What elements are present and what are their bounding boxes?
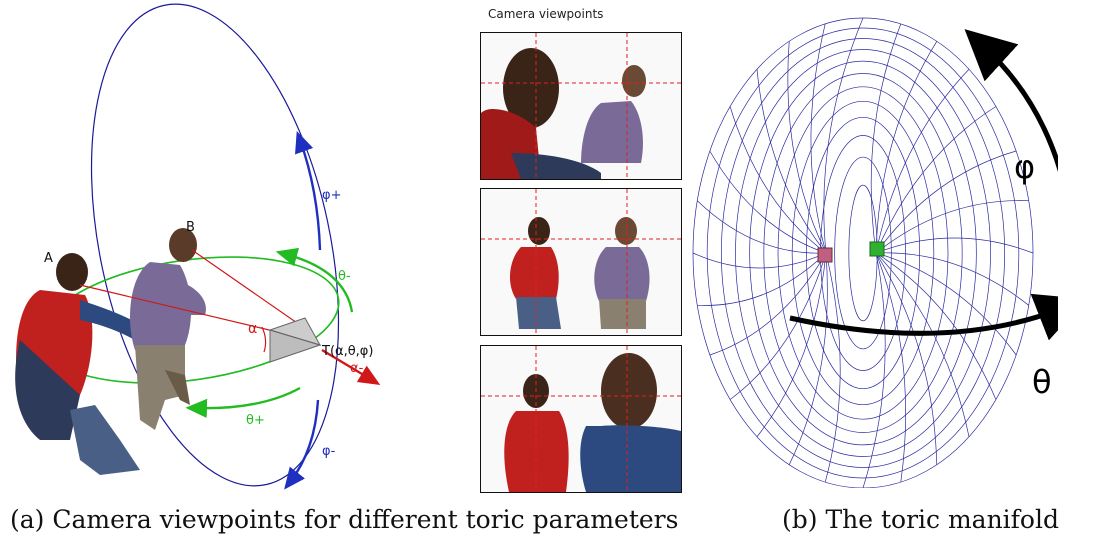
mesh-ring: [735, 49, 991, 457]
mesh-meridian: [875, 200, 1029, 254]
mesh-meridian: [697, 200, 827, 254]
phi-minus-arrow: [284, 399, 320, 490]
mesh-meridian: [862, 252, 886, 489]
toric-diagram-svg: A B α T(α,θ,φ) α- φ+ φ- θ- θ+: [15, 3, 381, 490]
alpha-line-a: [79, 284, 291, 336]
mesh-meridian: [823, 17, 864, 254]
alpha-arc: [261, 326, 267, 353]
theta-arrow: [789, 293, 1087, 341]
viewpoints-title: Camera viewpoints: [488, 7, 604, 21]
mesh-meridian: [875, 41, 938, 254]
phi-plus-arrow: [295, 130, 322, 251]
viewpoint-frame-3: [480, 345, 682, 493]
mesh-meridian: [692, 252, 827, 269]
label-b: B: [186, 220, 195, 235]
mesh-meridian: [756, 252, 827, 437]
viewpoint-frame-2: [480, 188, 682, 336]
viewpoint-frame-1: [480, 32, 682, 180]
label-target: T(α,θ,φ): [321, 344, 373, 359]
theta-minus-arrow: [275, 247, 354, 313]
label-phi-minus: φ-: [322, 444, 336, 459]
mesh-ring: [749, 60, 977, 446]
character-b-figure: [130, 228, 206, 430]
mesh-ring: [706, 27, 1020, 479]
label-theta-plus: θ+: [246, 413, 265, 428]
mesh-meridian: [875, 252, 938, 465]
label-theta: θ: [1032, 363, 1052, 401]
mesh-meridian: [875, 252, 1029, 306]
mesh-meridian: [756, 69, 827, 254]
mesh-meridian: [875, 150, 1017, 254]
label-alpha: α: [248, 321, 257, 337]
label-a: A: [44, 251, 53, 266]
caption-b: (b) The toric manifold: [782, 505, 1059, 534]
label-theta-minus: θ-: [338, 269, 351, 284]
mesh-meridian: [810, 23, 827, 254]
mesh-meridian: [875, 69, 970, 254]
mesh-meridian: [729, 106, 827, 254]
label-phi-plus: φ+: [322, 188, 341, 203]
mesh-meridian: [788, 252, 828, 465]
toric-manifold-panel: φ θ: [678, 8, 1087, 489]
mesh-meridian: [875, 252, 1017, 356]
label-phi: φ: [1014, 148, 1035, 186]
label-alpha-minus: α-: [350, 361, 364, 376]
character-a-figure: [15, 253, 160, 475]
mesh-meridian: [709, 150, 827, 254]
mesh-ring: [777, 86, 949, 420]
target-cube-a: [817, 247, 833, 263]
mesh-meridian: [729, 252, 827, 400]
toric-diagram-panel: A B α T(α,θ,φ) α- φ+ φ- θ- θ+: [0, 0, 470, 500]
mesh-meridian: [875, 252, 906, 483]
mesh-ring: [720, 38, 1006, 468]
mesh-meridian: [875, 252, 997, 400]
theta-plus-arrow: [185, 386, 301, 418]
alpha-minus-arrow: [321, 348, 381, 385]
mesh-meridian: [709, 252, 827, 356]
caption-a: (a) Camera viewpoints for different tori…: [10, 505, 679, 534]
mesh-ring: [692, 17, 1034, 489]
phi-orbit-ellipse: [90, 3, 340, 487]
mesh-ring: [763, 73, 963, 433]
toric-manifold-svg: φ θ: [692, 17, 1087, 489]
mesh-meridian: [697, 252, 827, 306]
mesh-ring: [791, 100, 935, 406]
alpha-line-b: [191, 249, 301, 326]
target-cube-b: [869, 241, 885, 257]
mesh-meridian: [824, 252, 841, 483]
mesh-meridian: [870, 23, 902, 254]
mesh-meridian: [875, 106, 997, 254]
toric-mesh: [692, 17, 1034, 489]
mesh-meridian: [875, 237, 1034, 254]
mesh-meridian: [787, 41, 827, 254]
camera-frustum: [268, 317, 322, 363]
